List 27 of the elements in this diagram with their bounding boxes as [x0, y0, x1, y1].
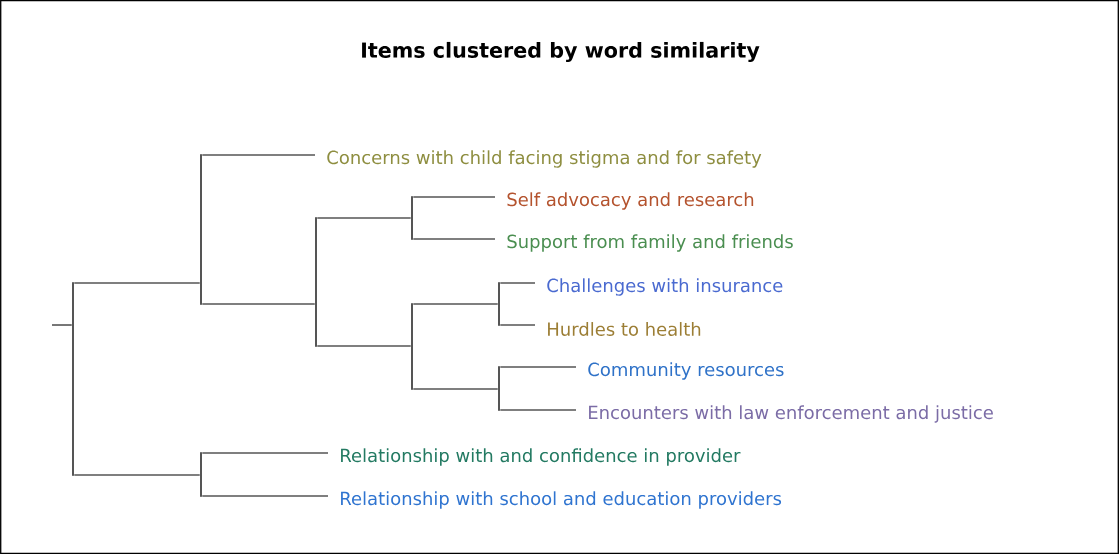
leaf-label: Encounters with law enforcement and justice	[589, 405, 993, 423]
branch-line	[51, 324, 73, 326]
branch-line	[73, 282, 201, 284]
branch-line	[412, 196, 496, 198]
branch-line	[412, 303, 499, 305]
branch-line	[412, 238, 496, 240]
leaf-label: Support from family and friends	[507, 234, 793, 252]
branch-line	[201, 154, 316, 156]
branch-line	[316, 345, 412, 347]
leaf-label: Hurdles to health	[548, 322, 701, 336]
branch-line	[316, 217, 412, 219]
branch-line	[499, 409, 577, 411]
leaf-label: Concerns with child facing stigma and for safety	[327, 150, 762, 168]
branch-line	[201, 303, 316, 305]
leaf-label: Self advocacy and research	[507, 192, 754, 210]
leaf-label: Relationship with and confidence in provider	[341, 448, 741, 466]
branch-line	[499, 324, 536, 326]
branch-line	[201, 495, 329, 497]
title: Items clustered by word similarity	[362, 41, 760, 63]
branch-line	[499, 366, 577, 368]
leaf-label: Community resources	[588, 362, 784, 380]
branch-line	[201, 452, 329, 454]
branch-line	[499, 282, 536, 284]
leaf-label: Relationship with school and education providers	[341, 491, 782, 509]
branch-line	[73, 474, 201, 476]
leaf-label: Challenges with insurance	[547, 278, 783, 296]
branch-line	[412, 388, 499, 390]
